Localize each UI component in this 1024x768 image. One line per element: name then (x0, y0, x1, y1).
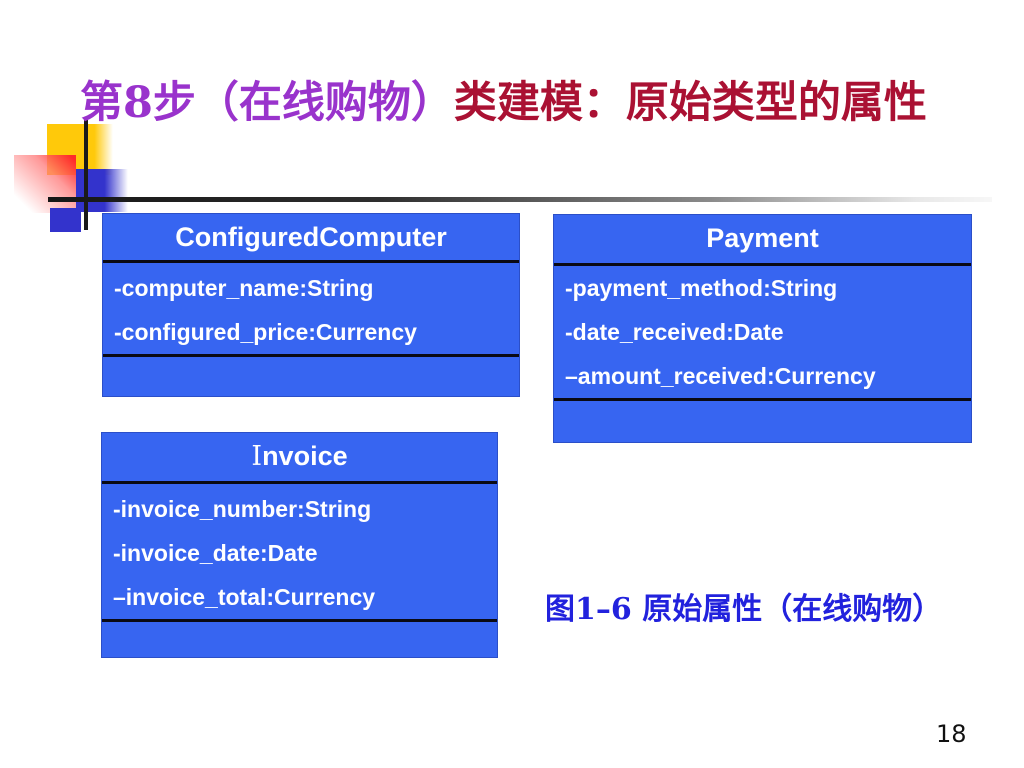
horizontal-gradient-rule (48, 197, 992, 202)
pink-gradient-square-decor (14, 155, 76, 213)
uml-operations-separator (103, 354, 519, 357)
uml-class-name: Invoice (102, 433, 497, 481)
uml-title-separator (103, 260, 519, 263)
blue-small-square-decor (50, 208, 81, 232)
uml-title-separator (554, 263, 971, 266)
vertical-rule-decor (84, 118, 88, 230)
uml-attribute: -invoice_date:Date (113, 540, 318, 566)
uml-class-configuredcomputer: ConfiguredComputer -computer_name:String… (102, 213, 520, 397)
slide-title-topic-part: 类建模：原始类型的属性 (453, 78, 927, 128)
uml-operations-separator (102, 619, 497, 622)
uml-attribute: -date_received:Date (565, 319, 784, 345)
figure-caption: 图1–6 原始属性（在线购物） (545, 592, 943, 627)
page-number: 18 (936, 720, 967, 748)
uml-attribute-list: -payment_method:String -date_received:Da… (554, 266, 971, 398)
uml-attribute-list: -computer_name:String -configured_price:… (103, 263, 519, 354)
uml-attribute-list: -invoice_number:String -invoice_date:Dat… (102, 484, 497, 619)
uml-attribute: -invoice_number:String (113, 496, 372, 522)
uml-class-name: Payment (706, 223, 819, 253)
uml-attribute: -computer_name:String (114, 275, 374, 301)
uml-operations-separator (554, 398, 971, 401)
uml-class-name: ConfiguredComputer (175, 222, 447, 252)
uml-class-payment: Payment -payment_method:String -date_rec… (553, 214, 972, 443)
uml-attribute: –invoice_total:Currency (113, 584, 376, 610)
uml-class-name-rest: nvoice (262, 441, 348, 471)
slide-title-step-part: 第8步（在线购物） (80, 78, 454, 128)
uml-class-invoice: Invoice -invoice_number:String -invoice_… (101, 432, 498, 658)
uml-attribute: –amount_received:Currency (565, 363, 876, 389)
uml-class-name-serif-initial: I (251, 441, 263, 472)
uml-attribute: -payment_method:String (565, 275, 838, 301)
uml-title-separator (102, 481, 497, 484)
uml-attribute: -configured_price:Currency (114, 319, 417, 345)
slide-title: 第8步（在线购物）类建模：原始类型的属性 (80, 78, 1000, 128)
